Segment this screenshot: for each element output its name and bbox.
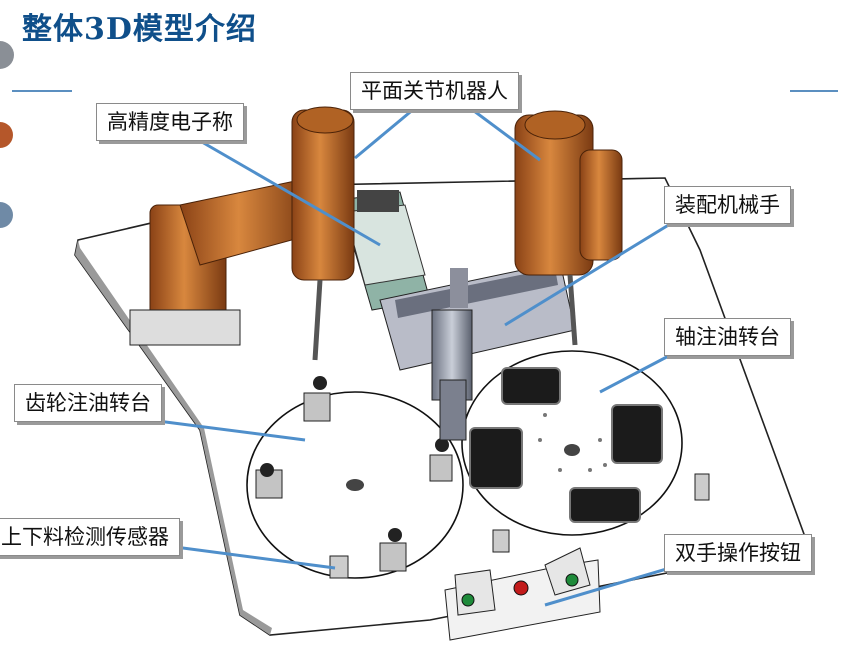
- callout-buttons: 双手操作按钮: [664, 534, 812, 572]
- callout-gear-table: 齿轮注油转台: [14, 384, 162, 422]
- title-rule-left: [12, 90, 72, 92]
- electronic-scale: [339, 190, 431, 311]
- title-rule-right: [790, 90, 838, 92]
- callout-gripper: 装配机械手: [664, 186, 791, 224]
- callout-scale: 高精度电子称: [96, 103, 244, 141]
- shaft-turntable: [461, 350, 683, 536]
- two-hand-button-box: [444, 547, 601, 641]
- load-sensors: [329, 473, 710, 579]
- page-title: 整体3D模型介绍: [22, 12, 257, 47]
- assembly-gripper: [379, 261, 576, 441]
- side-thumbnails: [0, 41, 14, 228]
- callout-scara: 平面关节机器人: [350, 72, 519, 110]
- callout-shaft-table: 轴注油转台: [664, 318, 791, 356]
- left-scara-robot: [129, 106, 355, 361]
- callout-sensor: 上下料检测传感器: [0, 518, 180, 556]
- callout-leaders: [149, 106, 681, 607]
